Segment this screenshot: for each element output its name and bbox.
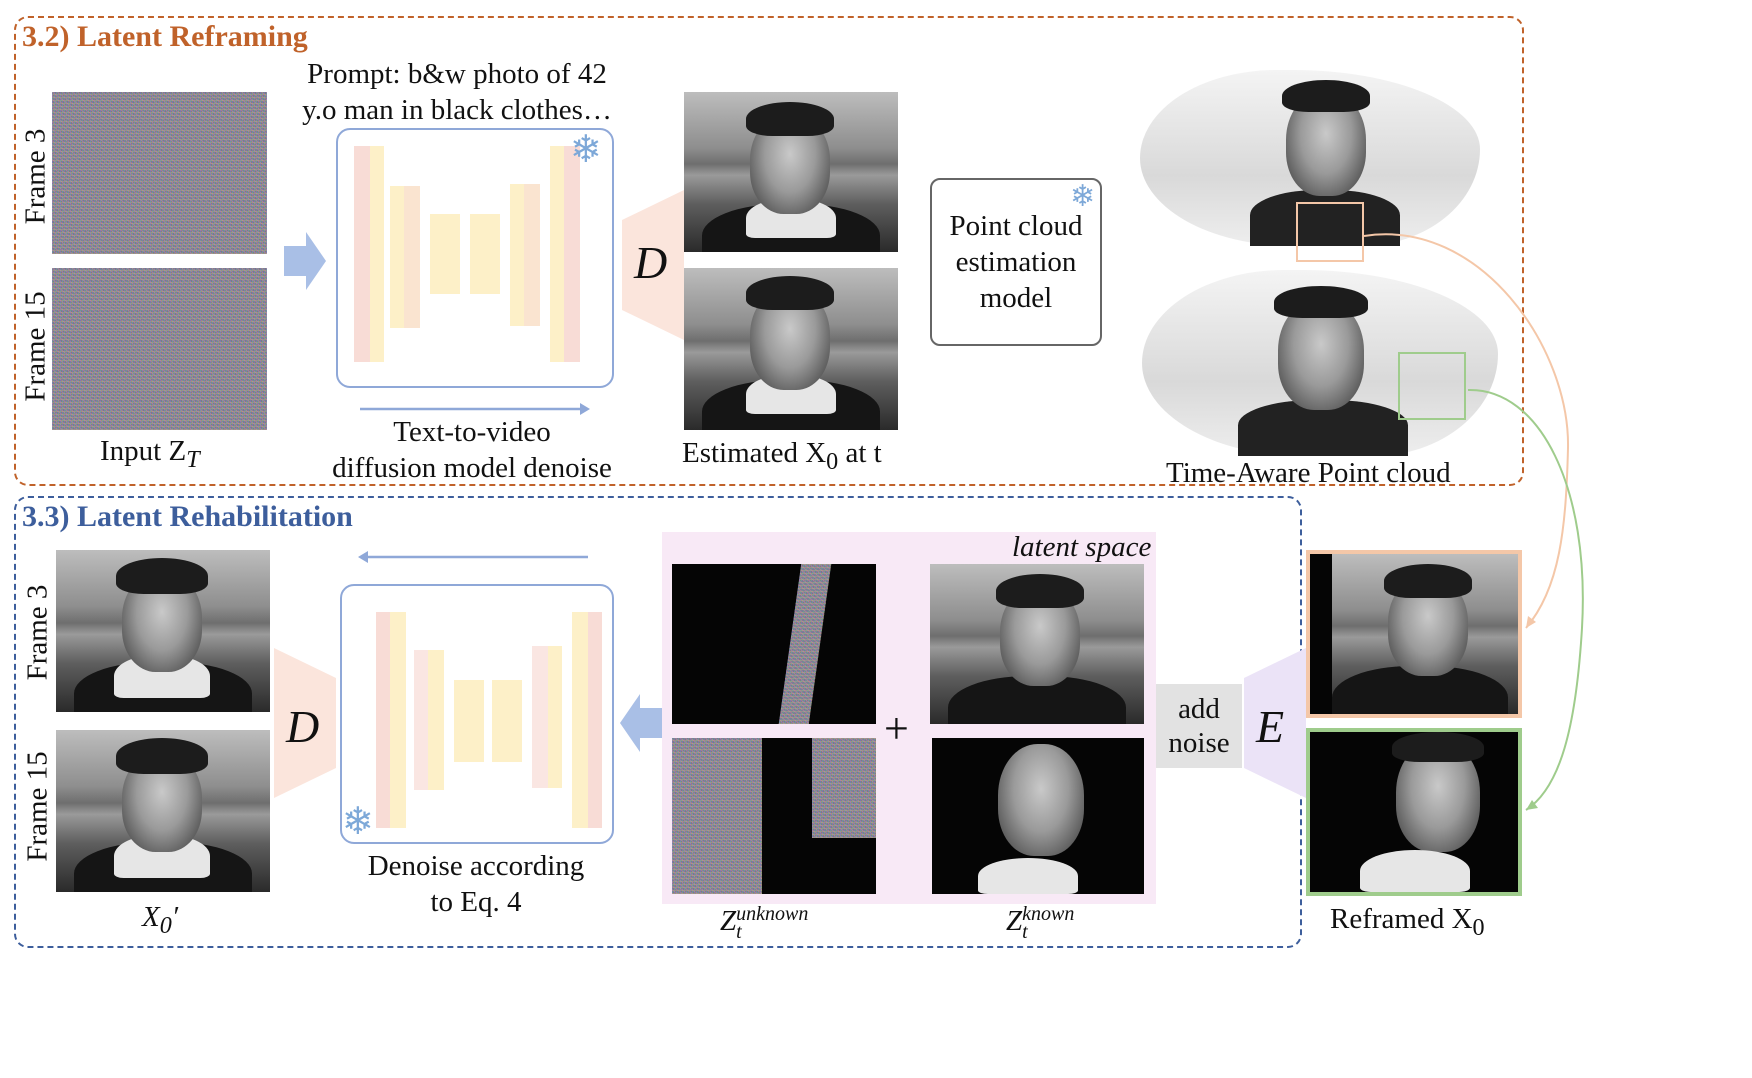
reframed-frame-3-border [1306, 550, 1522, 718]
unet-top [336, 128, 614, 388]
right-arrow-icon [284, 232, 326, 290]
highlight-box-orange [1296, 202, 1364, 262]
output-photo-frame-3 [56, 550, 270, 712]
reframed-frame-15-border [1306, 728, 1522, 896]
output-x0-prime-label: X0′ [142, 901, 179, 939]
left-arrow-icon [358, 551, 588, 563]
estimated-photo-frame-15 [684, 268, 898, 430]
latent-reframing-section [14, 16, 1524, 486]
z-known-frame-3 [930, 564, 1144, 724]
reframed-x0-label: Reframed X0 [1330, 903, 1485, 941]
input-zt-label: Input ZT [100, 435, 200, 473]
left-arrow-icon [620, 694, 662, 752]
frame-label-3-bottom: Frame 3 [21, 584, 54, 681]
z-unknown-frame-3 [672, 564, 876, 724]
z-known-frame-15 [932, 738, 1144, 894]
frame-label-3-top: Frame 3 [19, 128, 52, 225]
estimated-photo-frame-3 [684, 92, 898, 252]
snowflake-icon: ❄ [1070, 179, 1096, 214]
decoder-letter-top: D [634, 237, 668, 288]
noise-frame-15 [52, 268, 267, 430]
point-cloud-frame-3 [1140, 70, 1480, 246]
output-photo-frame-15 [56, 730, 270, 892]
noise-frame-3 [52, 92, 267, 254]
decoder-bottom [274, 648, 336, 798]
plus-sign: + [884, 704, 909, 753]
right-arrow-icon [360, 403, 590, 415]
unet-bottom [340, 584, 614, 844]
highlight-box-green [1398, 352, 1466, 420]
frame-label-15-top: Frame 15 [19, 291, 52, 402]
estimated-x0-label: Estimated X0 at t [682, 437, 882, 475]
time-aware-pc-label: Time-Aware Point cloud [1166, 457, 1451, 489]
section-title-reframing: 3.2) Latent Reframing [22, 20, 308, 53]
snowflake-icon: ❄ [342, 799, 374, 843]
frame-label-15-bottom: Frame 15 [21, 751, 54, 862]
reframed-photo-frame-3 [1310, 554, 1518, 714]
section-title-rehab: 3.3) Latent Rehabilitation [22, 500, 353, 533]
point-cloud-frame-15 [1142, 270, 1498, 456]
latent-space-label: latent space [1012, 531, 1152, 563]
decoder-letter-bottom: D [286, 701, 320, 752]
decoder-top [622, 190, 684, 340]
snowflake-icon: ❄ [570, 127, 602, 171]
z-unknown-frame-15 [672, 738, 876, 894]
point-cloud-model-box: Point cloud estimation model [930, 178, 1102, 346]
curved-arrow-icon [1363, 233, 1584, 811]
reframed-photo-frame-15 [1310, 732, 1518, 892]
encoder [1244, 648, 1306, 798]
encoder-letter: E [1256, 701, 1285, 752]
